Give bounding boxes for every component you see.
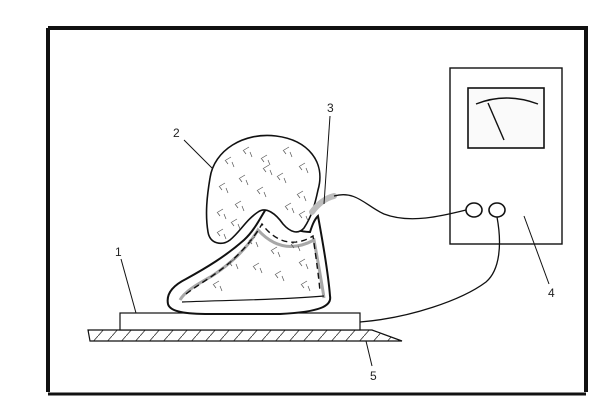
wire-plate-to-meter [359,216,501,323]
meter-screen [467,87,545,149]
shoe-outline [166,204,332,315]
frame [46,26,588,396]
shoe [166,204,332,315]
label-probe-wire: 3 [327,101,334,115]
wires [333,194,501,323]
probe [309,193,337,215]
label-base-mat: 5 [370,369,377,383]
shoe-inner-dash [185,222,321,295]
meter-needle [487,102,505,141]
label-meter: 4 [548,286,555,300]
terminal-right [488,202,506,218]
leader-lines [120,115,550,367]
shoe-lining [178,227,326,301]
label-electrode-plate: 1 [115,245,122,259]
filler-bag [205,134,321,292]
terminal-left [465,202,483,218]
wire-probe-to-meter [333,194,467,220]
meter [449,67,563,245]
base-mat [87,329,403,342]
shoe-sole-line [181,295,325,303]
label-filler-bag: 2 [173,126,180,140]
electrode-plate [119,312,361,331]
meter-scale [475,97,539,105]
callout-labels: 1 2 3 4 5 [115,101,555,383]
